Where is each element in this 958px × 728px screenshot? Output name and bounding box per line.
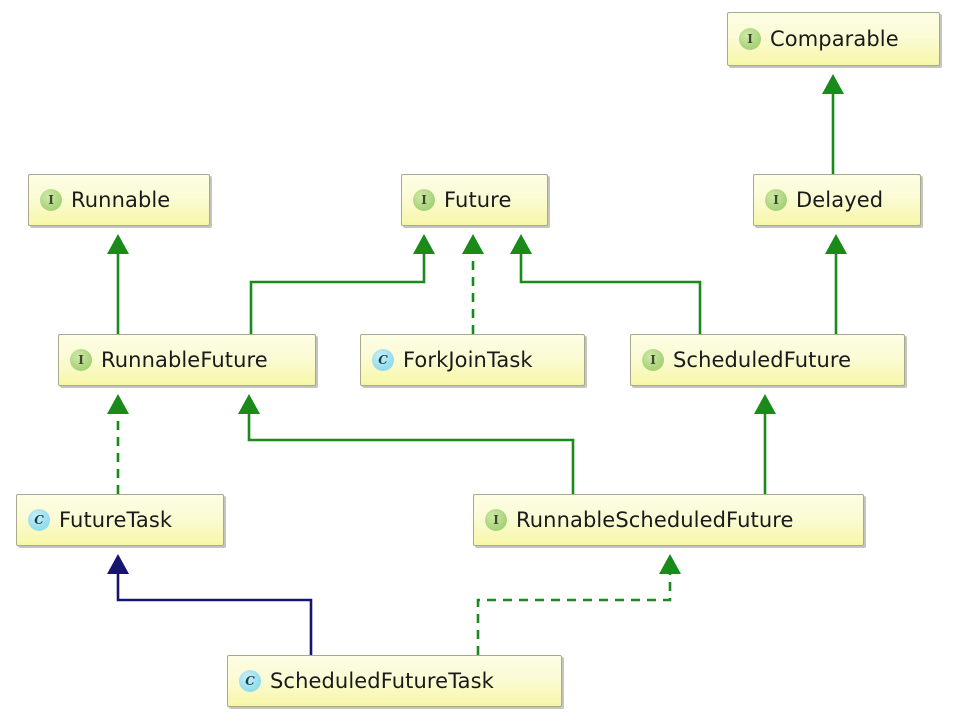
uml-node-label: ForkJoinTask	[403, 347, 533, 372]
uml-node-runnable[interactable]: I Runnable	[28, 174, 210, 226]
interface-marker-icon: I	[413, 189, 435, 211]
uml-node-runnablescheduledfuture[interactable]: I RunnableScheduledFuture	[473, 494, 864, 546]
uml-node-label: Delayed	[796, 187, 884, 212]
edge-scheduledfuture-delayed	[825, 234, 847, 334]
edge-sft-futuretask	[107, 554, 313, 655]
uml-node-label: Comparable	[770, 26, 899, 51]
class-marker-icon: C	[372, 349, 394, 371]
edge-delayed-comparable	[822, 74, 844, 174]
interface-marker-icon: I	[765, 189, 787, 211]
edge-futuretask-runnablefuture	[107, 394, 129, 494]
uml-node-label: RunnableScheduledFuture	[516, 507, 794, 532]
interface-marker-icon: I	[642, 349, 664, 371]
uml-node-scheduledfuture[interactable]: I ScheduledFuture	[630, 334, 905, 386]
uml-node-runnablefuture[interactable]: I RunnableFuture	[58, 334, 316, 386]
uml-node-label: FutureTask	[59, 507, 173, 532]
uml-node-comparable[interactable]: I Comparable	[727, 12, 940, 66]
uml-node-label: Runnable	[71, 187, 171, 212]
edge-runnablefuture-future	[249, 234, 435, 334]
interface-marker-icon: I	[485, 509, 507, 531]
interface-marker-icon: I	[70, 349, 92, 371]
uml-node-label: Future	[444, 187, 512, 212]
uml-node-label: ScheduledFuture	[673, 347, 852, 372]
uml-node-delayed[interactable]: I Delayed	[753, 174, 921, 226]
edge-scheduledfuture-future	[510, 234, 702, 334]
edge-runnablefuture-runnable	[107, 234, 129, 334]
edge-forkjointask-future	[462, 234, 484, 334]
uml-node-label: RunnableFuture	[101, 347, 268, 372]
uml-node-scheduledfuturetask[interactable]: C ScheduledFutureTask	[227, 655, 562, 707]
interface-marker-icon: I	[739, 28, 761, 50]
edge-rsf-scheduledfuture	[754, 394, 776, 494]
class-marker-icon: C	[239, 670, 261, 692]
uml-node-future[interactable]: I Future	[401, 174, 548, 226]
edge-sft-rsf	[476, 554, 681, 655]
interface-marker-icon: I	[40, 189, 62, 211]
uml-node-futuretask[interactable]: C FutureTask	[16, 494, 224, 546]
class-marker-icon: C	[28, 509, 50, 531]
uml-node-label: ScheduledFutureTask	[270, 668, 494, 693]
uml-node-forkjointask[interactable]: C ForkJoinTask	[360, 334, 585, 386]
edge-rsf-runnablefuture	[238, 394, 575, 494]
